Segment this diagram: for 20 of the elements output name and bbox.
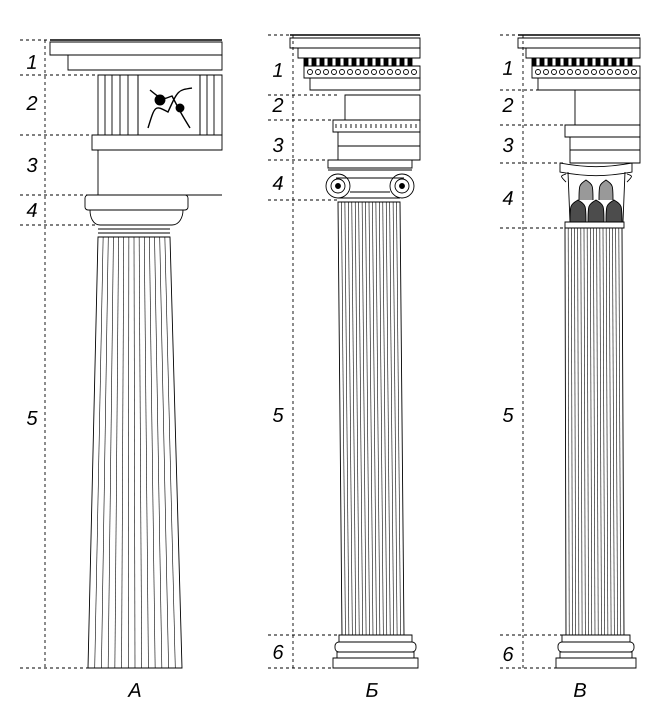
callout-number: 3 [24,156,40,174]
callout-number: 1 [500,60,516,76]
callout-number: 6 [500,645,516,663]
callout-number: 2 [24,94,40,112]
callout-number: 1 [270,62,286,78]
callout-number: 5 [500,406,516,424]
column-letter: Б [364,682,380,698]
callout-number: 3 [500,136,516,154]
column-letter: А [126,682,144,698]
callout-number: 4 [500,190,516,206]
callout-number: 4 [24,202,40,218]
callout-number: 2 [500,96,516,114]
callout-number: 5 [270,406,286,424]
callout-number: 1 [24,54,40,70]
column-letter: В [572,682,588,698]
callout-number: 3 [270,136,286,154]
callout-number: 4 [270,174,286,192]
callout-number: 6 [270,643,286,661]
callout-number: 2 [270,96,286,114]
callout-number: 5 [24,410,40,426]
